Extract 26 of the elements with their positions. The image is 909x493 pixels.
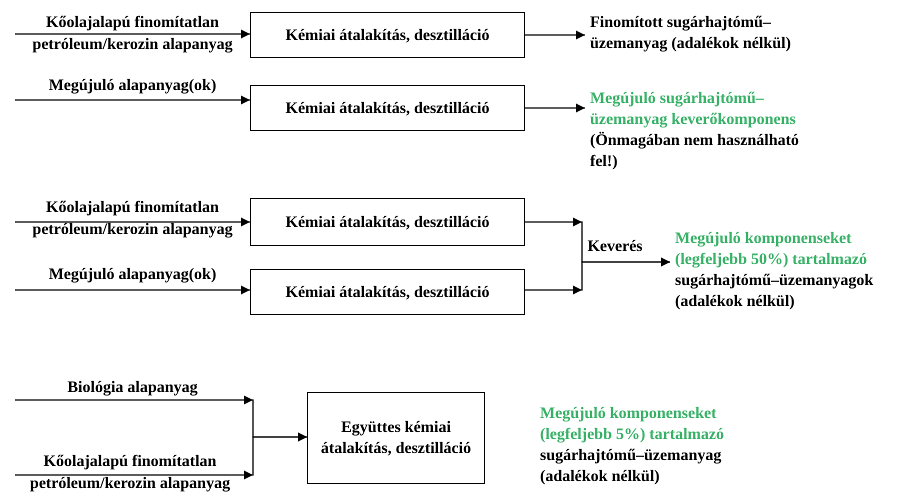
product-text: sugárhajtómű–üzemanyag (adalékok nélkül): [540, 446, 722, 487]
arrow: [15, 432, 307, 480]
edge-label: Megújuló alapanyag(ok): [48, 265, 218, 285]
product-text: Megújuló komponenseket (legfeljebb 5%) tartalmazó: [540, 404, 725, 445]
arrow: [525, 258, 670, 294]
arrow: [15, 96, 250, 104]
process-box: Kémiai átalakítás, desztilláció: [250, 269, 525, 315]
product-text: Finomított sugárhajtómű–üzemanyag (adalékok nélkül): [590, 13, 792, 54]
arrow: [15, 218, 250, 226]
edge-label: Megújuló alapanyag(ok): [48, 76, 218, 96]
arrow: [15, 286, 250, 294]
process-box: Együttes kémiai átalakítás, desztilláció: [307, 392, 485, 484]
process-box: Kémiai átalakítás, desztilláció: [250, 12, 525, 58]
edge-label: Kőolajalapú finomítatlan petróleum/kerozin alapanyag: [31, 13, 234, 55]
arrow: [15, 30, 250, 38]
product-text: Megújuló komponenseket (legfeljebb 50%) tartalmazó: [675, 229, 868, 270]
product-text: Megújuló sugárhajtómű–üzemanyag keverőkomponens: [590, 89, 797, 130]
edge-label: Kőolajalapú finomítatlan petróleum/kerozin alapanyag: [31, 198, 234, 240]
product-text: (Önmagában nem használható fel!): [590, 130, 800, 172]
process-box: Kémiai átalakítás, desztilláció: [250, 85, 525, 131]
arrow: [525, 30, 585, 40]
arrow: [525, 104, 585, 112]
edge-label: Kőolajalapú finomítatlan petróleum/kerozin alapanyag: [28, 452, 232, 493]
product-text: sugárhajtómű–üzemanyagok (adalékok nélkül): [675, 271, 874, 312]
process-box: Kémiai átalakítás, desztilláció: [250, 198, 525, 246]
edge-label: Biológia alapanyag: [66, 378, 199, 398]
